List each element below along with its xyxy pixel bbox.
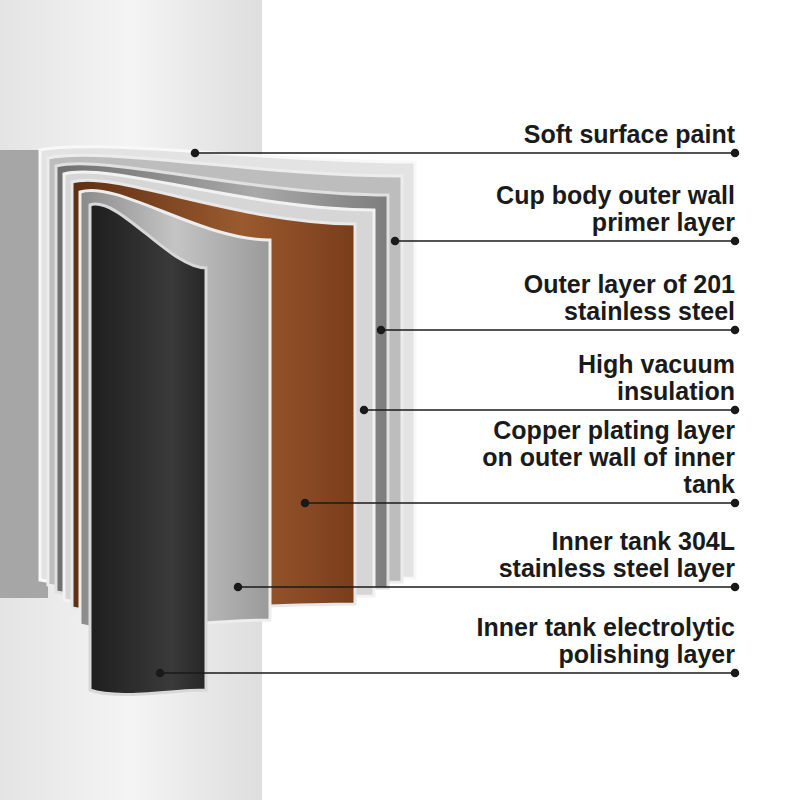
leader-dot — [732, 584, 739, 591]
leader-line — [364, 409, 735, 411]
leader-line — [160, 672, 735, 674]
leader-dot — [732, 407, 739, 414]
leader-lines — [157, 150, 739, 677]
layer-label: Outer layer of 201 stainless steel — [445, 271, 735, 325]
leader-dot — [302, 500, 309, 507]
layer-label: Soft surface paint — [315, 121, 735, 148]
leader-dot — [378, 327, 385, 334]
leader-dot — [361, 407, 368, 414]
leader-line — [381, 329, 735, 331]
layer-label: Inner tank electrolytic polishing layer — [435, 614, 735, 668]
leader-dot — [235, 584, 242, 591]
leader-dot — [732, 327, 739, 334]
leader-line — [238, 586, 735, 588]
leader-dot — [392, 238, 399, 245]
leader-line — [305, 502, 735, 504]
leader-dot — [732, 670, 739, 677]
leader-dot — [732, 150, 739, 157]
layer-label: High vacuum insulation — [505, 351, 735, 405]
polish-sheet — [90, 204, 206, 694]
leader-line — [395, 240, 735, 242]
leader-line — [195, 152, 735, 154]
layer-label: Copper plating layer on outer wall of in… — [480, 417, 735, 498]
layer-label: Inner tank 304L stainless steel layer — [455, 528, 735, 582]
leader-dot — [732, 238, 739, 245]
layer-label: Cup body outer wall primer layer — [445, 182, 735, 236]
leader-dot — [192, 150, 199, 157]
leader-dot — [732, 500, 739, 507]
leader-dot — [157, 670, 164, 677]
